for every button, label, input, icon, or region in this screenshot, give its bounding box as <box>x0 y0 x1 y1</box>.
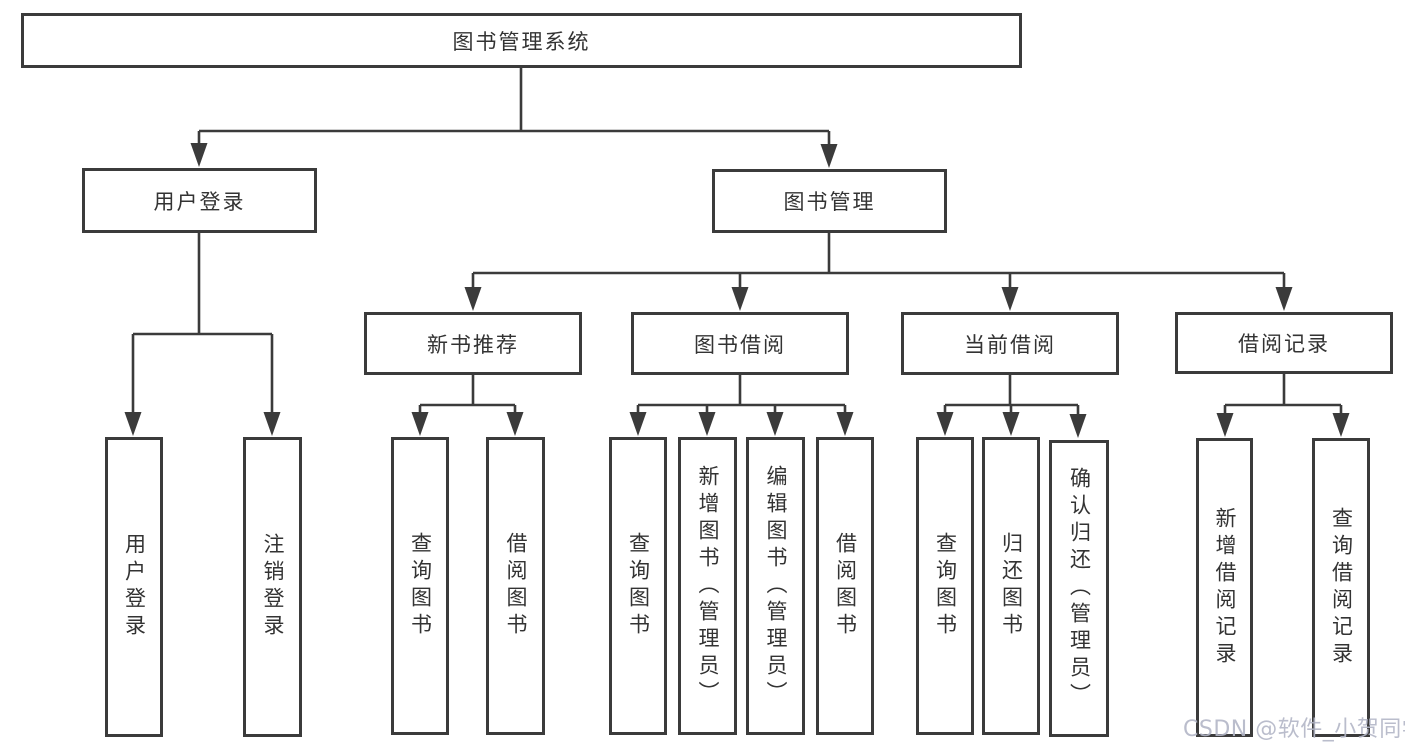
leaf-logout-label: 注销登录 <box>261 533 285 641</box>
node-root-label: 图书管理系统 <box>452 29 591 54</box>
leaf-newbook-query-books: 查询图书 <box>391 437 449 735</box>
node-new-book-recommend-label: 新书推荐 <box>427 332 519 357</box>
leaf-borrow-add-books-admin-label: 新增图书（管理员） <box>696 464 720 708</box>
leaf-newbook-borrow-books-label: 借阅图书 <box>504 532 528 640</box>
node-book-management-branch: 图书管理 <box>712 169 947 233</box>
leaf-records-add-record-label: 新增借阅记录 <box>1213 506 1237 669</box>
leaf-user-login-label: 用户登录 <box>122 533 147 641</box>
node-new-book-recommend: 新书推荐 <box>364 312 582 375</box>
leaf-user-login: 用户登录 <box>105 437 163 737</box>
leaf-records-add-record: 新增借阅记录 <box>1196 438 1253 737</box>
leaf-logout: 注销登录 <box>243 437 302 737</box>
leaf-borrow-add-books-admin: 新增图书（管理员） <box>678 437 737 735</box>
leaf-records-query-record-label: 查询借阅记录 <box>1329 506 1354 669</box>
leaf-current-confirm-return-admin-label: 确认归还（管理员） <box>1067 467 1092 710</box>
leaf-borrow-query-books-label: 查询图书 <box>626 532 651 640</box>
leaf-current-return-books-label: 归还图书 <box>999 532 1024 640</box>
leaf-borrow-borrow-books: 借阅图书 <box>816 437 874 735</box>
node-book-management-branch-label: 图书管理 <box>783 190 876 214</box>
node-borrow-records: 借阅记录 <box>1175 312 1393 374</box>
leaf-current-query-books-label: 查询图书 <box>933 532 958 640</box>
node-user-login-branch-label: 用户登录 <box>153 189 246 214</box>
node-book-borrow: 图书借阅 <box>631 312 849 375</box>
leaf-current-query-books: 查询图书 <box>916 437 974 735</box>
leaf-borrow-edit-books-admin-label: 编辑图书（管理员） <box>764 464 788 708</box>
leaf-newbook-borrow-books: 借阅图书 <box>486 437 545 735</box>
leaf-records-query-record: 查询借阅记录 <box>1312 438 1370 737</box>
leaf-current-confirm-return-admin: 确认归还（管理员） <box>1049 440 1109 737</box>
leaf-borrow-borrow-books-label: 借阅图书 <box>833 532 858 640</box>
leaf-current-return-books: 归还图书 <box>982 437 1040 735</box>
leaf-newbook-query-books-label: 查询图书 <box>408 532 433 640</box>
node-borrow-records-label: 借阅记录 <box>1238 332 1330 356</box>
csdn-watermark: CSDN @软件_小贺同学 <box>1183 717 1405 742</box>
node-user-login-branch: 用户登录 <box>82 168 317 233</box>
node-current-borrow: 当前借阅 <box>901 312 1119 375</box>
node-root: 图书管理系统 <box>21 13 1022 68</box>
node-book-borrow-label: 图书借阅 <box>694 332 786 357</box>
node-current-borrow-label: 当前借阅 <box>964 332 1056 357</box>
leaf-borrow-edit-books-admin: 编辑图书（管理员） <box>746 437 805 735</box>
leaf-borrow-query-books: 查询图书 <box>609 437 667 735</box>
